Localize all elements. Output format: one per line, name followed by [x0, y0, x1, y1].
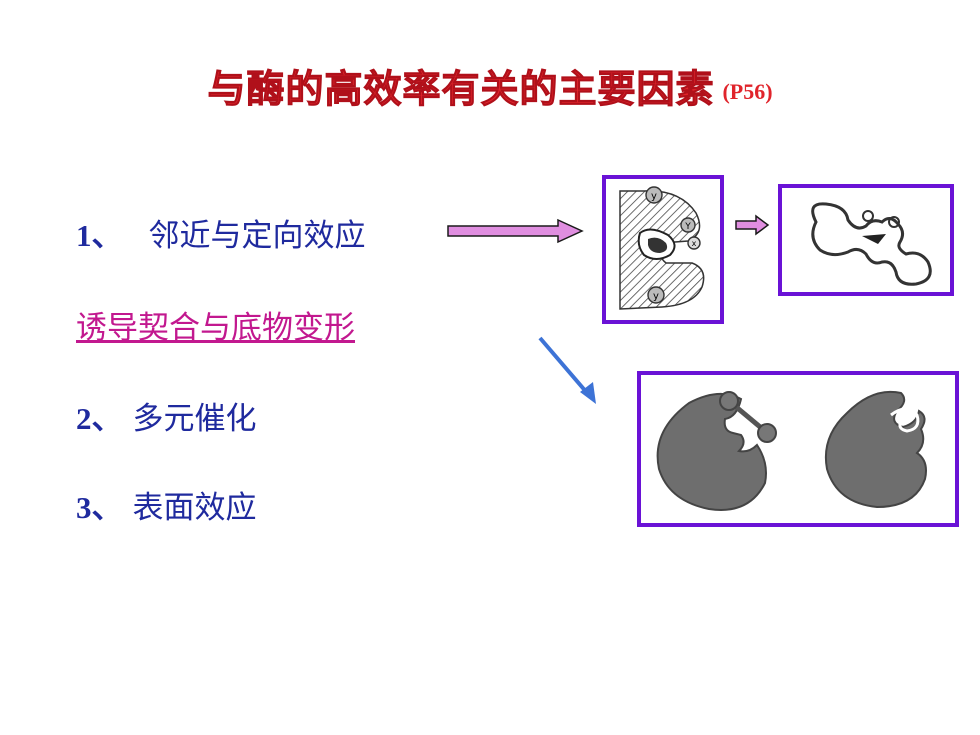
residue-label: y	[651, 191, 657, 202]
factor-label: 表面效应	[132, 490, 257, 526]
residue-label: x	[692, 239, 697, 248]
diagonal-arrow-icon	[538, 336, 596, 404]
factor-number: 2、	[76, 401, 123, 436]
factor-label: 多元催化	[132, 401, 257, 437]
factor-number: 3、	[76, 490, 123, 525]
factor-number: 1、	[76, 218, 123, 253]
active-site-diagram: y Y x y	[619, 186, 705, 310]
enzyme-after-diagram	[824, 391, 927, 509]
substrate-outline-diagram	[811, 202, 932, 286]
proximity-orientation-figure: y Y x y	[602, 175, 724, 324]
residue-label: y	[653, 291, 659, 302]
small-right-arrow-icon	[735, 214, 770, 236]
factor-label: 邻近与定向效应	[148, 218, 366, 254]
substrate-binding-figure	[778, 184, 954, 296]
title-main: 与酶的高效率有关的主要因素	[207, 67, 715, 112]
induced-fit-figure	[637, 371, 959, 527]
slide-title: 与酶的高效率有关的主要因素 (P56)	[0, 58, 980, 113]
factor-item-3: 3、表面效应	[76, 482, 257, 527]
factor-item-2: 2、多元催化	[76, 393, 257, 438]
residue-label: Y	[684, 222, 691, 232]
title-page-ref: (P56)	[722, 79, 773, 104]
induced-fit-link[interactable]: 诱导契合与底物变形	[76, 310, 355, 346]
right-arrow-icon	[447, 218, 584, 244]
factor-item-1: 1、邻近与定向效应	[76, 210, 366, 255]
enzyme-before-diagram	[656, 391, 777, 511]
